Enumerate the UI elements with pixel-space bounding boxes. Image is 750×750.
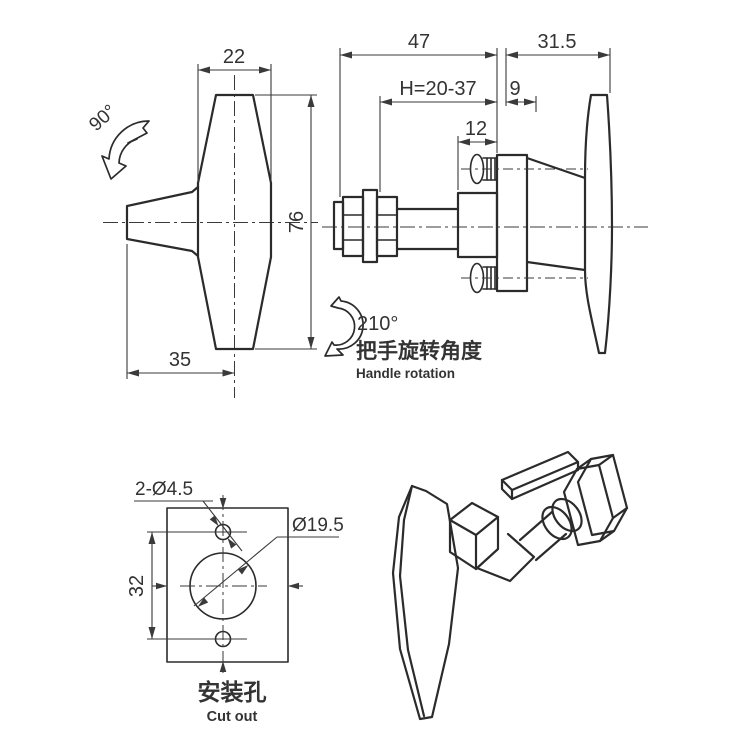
- neck-top-edge: [525, 156, 587, 180]
- arm-front-face: [500, 478, 514, 501]
- arm-side-face: [510, 460, 580, 501]
- hub-front-face: [448, 518, 478, 571]
- iso-grip-face-edge: [398, 484, 426, 718]
- handle-side-profile: [583, 93, 614, 355]
- dim-grip-range: H=20-37: [379, 78, 497, 192]
- cutout-view: 32 2-Ø4.5 Ø19.5 安装孔 Cut out: [126, 479, 344, 725]
- dim-grip-range-label: H=20-37: [399, 78, 476, 100]
- dim-small-holes-label: 2-Ø4.5: [135, 479, 193, 500]
- neck-bottom-edge: [525, 260, 587, 272]
- main-hole-callout: Ø19.5: [193, 515, 344, 607]
- dim-handle-length: 76: [255, 94, 317, 350]
- rotation-label-en: Handle rotation: [356, 366, 455, 381]
- rotation-90-label: 90°: [85, 101, 120, 136]
- leader-line: [193, 536, 278, 607]
- rotate-90-arrow-icon: [101, 120, 150, 180]
- edge-marker-arrows: [152, 498, 303, 672]
- flange-plate-back: [576, 453, 629, 537]
- leader-arrow: [209, 515, 219, 526]
- leader-line: [202, 500, 243, 552]
- leader-arrow: [237, 565, 249, 575]
- iso-view: [391, 450, 629, 721]
- hub-block: [456, 191, 499, 259]
- dim-handle-depth-label: 31.5: [538, 31, 577, 53]
- dim-main-hole-label: Ø19.5: [292, 515, 344, 536]
- dim-arm-length-label: 35: [169, 349, 191, 371]
- iso-hub-block: [448, 501, 500, 571]
- arm-top-face: [500, 450, 580, 492]
- dim-arm-length: 35: [126, 244, 235, 379]
- hub-side-face: [474, 515, 500, 571]
- hex-nut-2: [375, 195, 399, 258]
- dim-body-length-label: 47: [408, 31, 430, 53]
- nut-ring: [551, 497, 583, 533]
- dim-grip-width: 22: [197, 46, 272, 182]
- pawl-plate: [332, 200, 345, 251]
- washer: [361, 188, 379, 264]
- dim-body-length: 47: [339, 31, 498, 197]
- cutout-rect: [166, 507, 289, 663]
- dim-grip-width-label: 22: [223, 46, 245, 68]
- nut-ring: [541, 505, 573, 541]
- dim-hub-length: 12: [457, 118, 497, 190]
- dim-hole-spacing: 32: [126, 531, 247, 640]
- rotation-label-zh: 把手旋转角度: [356, 339, 482, 363]
- iso-nut: [541, 497, 583, 541]
- plate-connector: [597, 453, 615, 467]
- dim-hole-spacing-label: 32: [126, 575, 148, 597]
- dim-panel-max-label: 9: [509, 78, 520, 100]
- edge-arrow-right: [288, 582, 299, 590]
- iso-grip-outline: [391, 484, 460, 721]
- threaded-rod: [395, 207, 460, 251]
- leader-arrow: [197, 597, 209, 607]
- dim-handle-length-label: 76: [286, 211, 308, 233]
- leader-arrow: [227, 538, 237, 549]
- side-view: 47 31.5 H=20-37 9 12 210° 把手旋转角度: [322, 31, 648, 381]
- rotation-90: 90°: [85, 101, 150, 180]
- screw-top: [461, 153, 588, 185]
- mounting-flange: [495, 153, 529, 293]
- screw-bottom: [461, 262, 588, 294]
- plate-connector: [611, 506, 629, 520]
- dim-panel-max: 9: [506, 78, 537, 112]
- rotate-210-arrow-icon: [324, 296, 364, 357]
- dim-handle-depth: 31.5: [505, 31, 611, 106]
- small-holes-callout: 2-Ø4.5: [134, 479, 243, 552]
- iso-bell: [475, 532, 536, 583]
- iso-flange-plates: [562, 453, 629, 547]
- latch-arm-outline: [125, 185, 200, 258]
- front-view: 22 76 35 90°: [85, 46, 318, 398]
- edge-arrow-bottom: [219, 661, 227, 672]
- rotation-210: 210° 把手旋转角度 Handle rotation: [324, 296, 482, 381]
- plate-connector: [598, 529, 616, 543]
- cutout-caption-en: Cut out: [207, 709, 258, 725]
- shaft-edge: [518, 510, 554, 542]
- plate-connector: [575, 457, 593, 471]
- dim-hub-length-label: 12: [465, 118, 487, 140]
- rotation-210-label: 210°: [357, 313, 398, 335]
- cutout-caption-zh: 安装孔: [198, 679, 267, 705]
- hub-top-face: [448, 501, 500, 537]
- nut-body: [375, 195, 399, 258]
- edge-arrow-left: [156, 582, 167, 590]
- iso-pawl-arm: [500, 450, 580, 501]
- handle-front-outline: [196, 93, 273, 351]
- edge-arrow-top: [219, 498, 227, 509]
